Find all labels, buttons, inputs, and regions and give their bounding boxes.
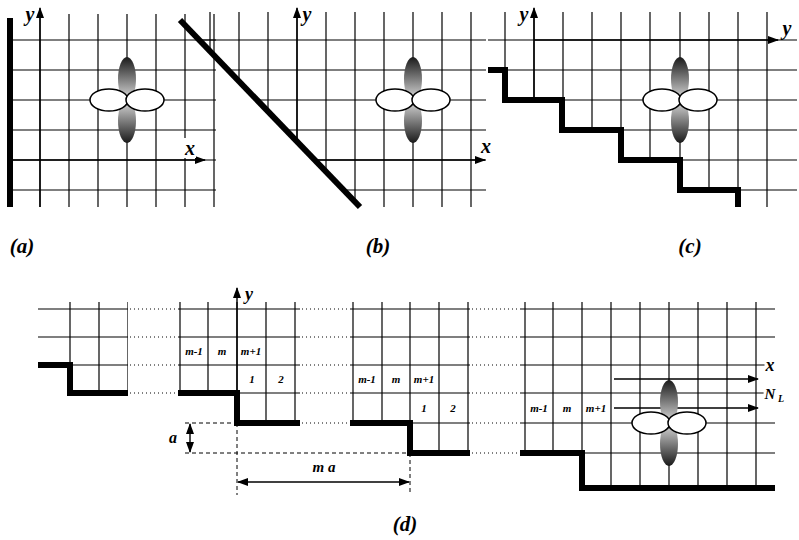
- row-index-axis: [614, 407, 758, 408]
- lattice-grid: [38, 302, 128, 490]
- y-axis: [296, 8, 297, 142]
- dotted-continuation: [302, 423, 348, 424]
- axis-label: y: [244, 285, 254, 303]
- dotted-continuation: [130, 365, 176, 366]
- site-index: 1: [420, 403, 428, 414]
- site-index: m-1: [357, 374, 377, 385]
- site-index: m: [391, 374, 402, 385]
- site-index: m+1: [585, 403, 607, 414]
- dotted-continuation: [472, 309, 518, 310]
- site-index: 1: [248, 374, 256, 385]
- dotted-continuation: [302, 365, 348, 366]
- axis-label: x: [765, 356, 776, 374]
- lattice-grid: [175, 12, 486, 207]
- lattice-grid: [10, 14, 216, 207]
- dotted-continuation: [302, 309, 348, 310]
- axis-label: y: [782, 18, 793, 38]
- axis-label: x: [480, 136, 492, 156]
- dotted-continuation: [302, 393, 348, 394]
- x-axis: [614, 378, 758, 379]
- axis-label: y: [519, 4, 530, 24]
- site-index: m+1: [240, 346, 262, 357]
- site-index: m: [562, 403, 573, 414]
- dotted-continuation: [302, 337, 348, 338]
- x-axis: [534, 39, 778, 40]
- d-wave-orbital: [90, 57, 164, 143]
- y-axis: [39, 8, 40, 207]
- dimension-arrow: [189, 424, 190, 452]
- site-index: m-1: [184, 346, 204, 357]
- dimension-arrow: [238, 481, 409, 482]
- dotted-continuation: [130, 309, 176, 310]
- dimension-guide: [185, 423, 237, 424]
- dimension-guide: [410, 453, 411, 495]
- dotted-continuation: [472, 453, 518, 454]
- surface-edge: [38, 365, 128, 393]
- surface-edge: [350, 423, 470, 453]
- dotted-continuation: [472, 365, 518, 366]
- x-axis: [315, 159, 485, 160]
- dotted-continuation: [130, 337, 176, 338]
- lattice-grid: [178, 302, 300, 490]
- dotted-continuation: [472, 393, 518, 394]
- dotted-continuation: [472, 337, 518, 338]
- surface-edge: [7, 18, 13, 207]
- d-wave-orbital: [632, 380, 706, 466]
- panel-label: (a): [9, 236, 36, 257]
- site-index: 2: [277, 374, 285, 385]
- d-wave-orbital: [376, 57, 450, 143]
- panel-label: (d): [392, 514, 419, 535]
- dotted-continuation: [472, 423, 518, 424]
- axis-subscript: L: [777, 394, 785, 404]
- axis-label: y: [25, 4, 36, 24]
- site-index: m+1: [413, 374, 435, 385]
- axis-label: x: [184, 138, 196, 158]
- y-axis: [236, 288, 237, 393]
- surface-edge: [520, 453, 775, 488]
- dimension-guide: [185, 453, 410, 454]
- surface-edge: [178, 393, 300, 423]
- dimension-guide: [237, 423, 238, 495]
- dotted-continuation: [130, 393, 176, 394]
- site-index: m: [217, 346, 228, 357]
- lattice-grid: [520, 302, 775, 490]
- site-index: m-1: [529, 403, 549, 414]
- panel-label: (b): [365, 236, 392, 257]
- panel-label: (c): [677, 236, 702, 257]
- y-axis: [533, 8, 534, 100]
- dimension-label: m a: [312, 460, 337, 475]
- d-wave-orbital: [643, 57, 717, 143]
- axis-label: y: [302, 4, 313, 24]
- axis-label: N: [764, 387, 777, 402]
- x-axis: [10, 159, 205, 160]
- dimension-label: a: [168, 430, 178, 446]
- surface-edge: [488, 70, 738, 207]
- surface-edge: [180, 20, 360, 207]
- site-index: 2: [449, 403, 457, 414]
